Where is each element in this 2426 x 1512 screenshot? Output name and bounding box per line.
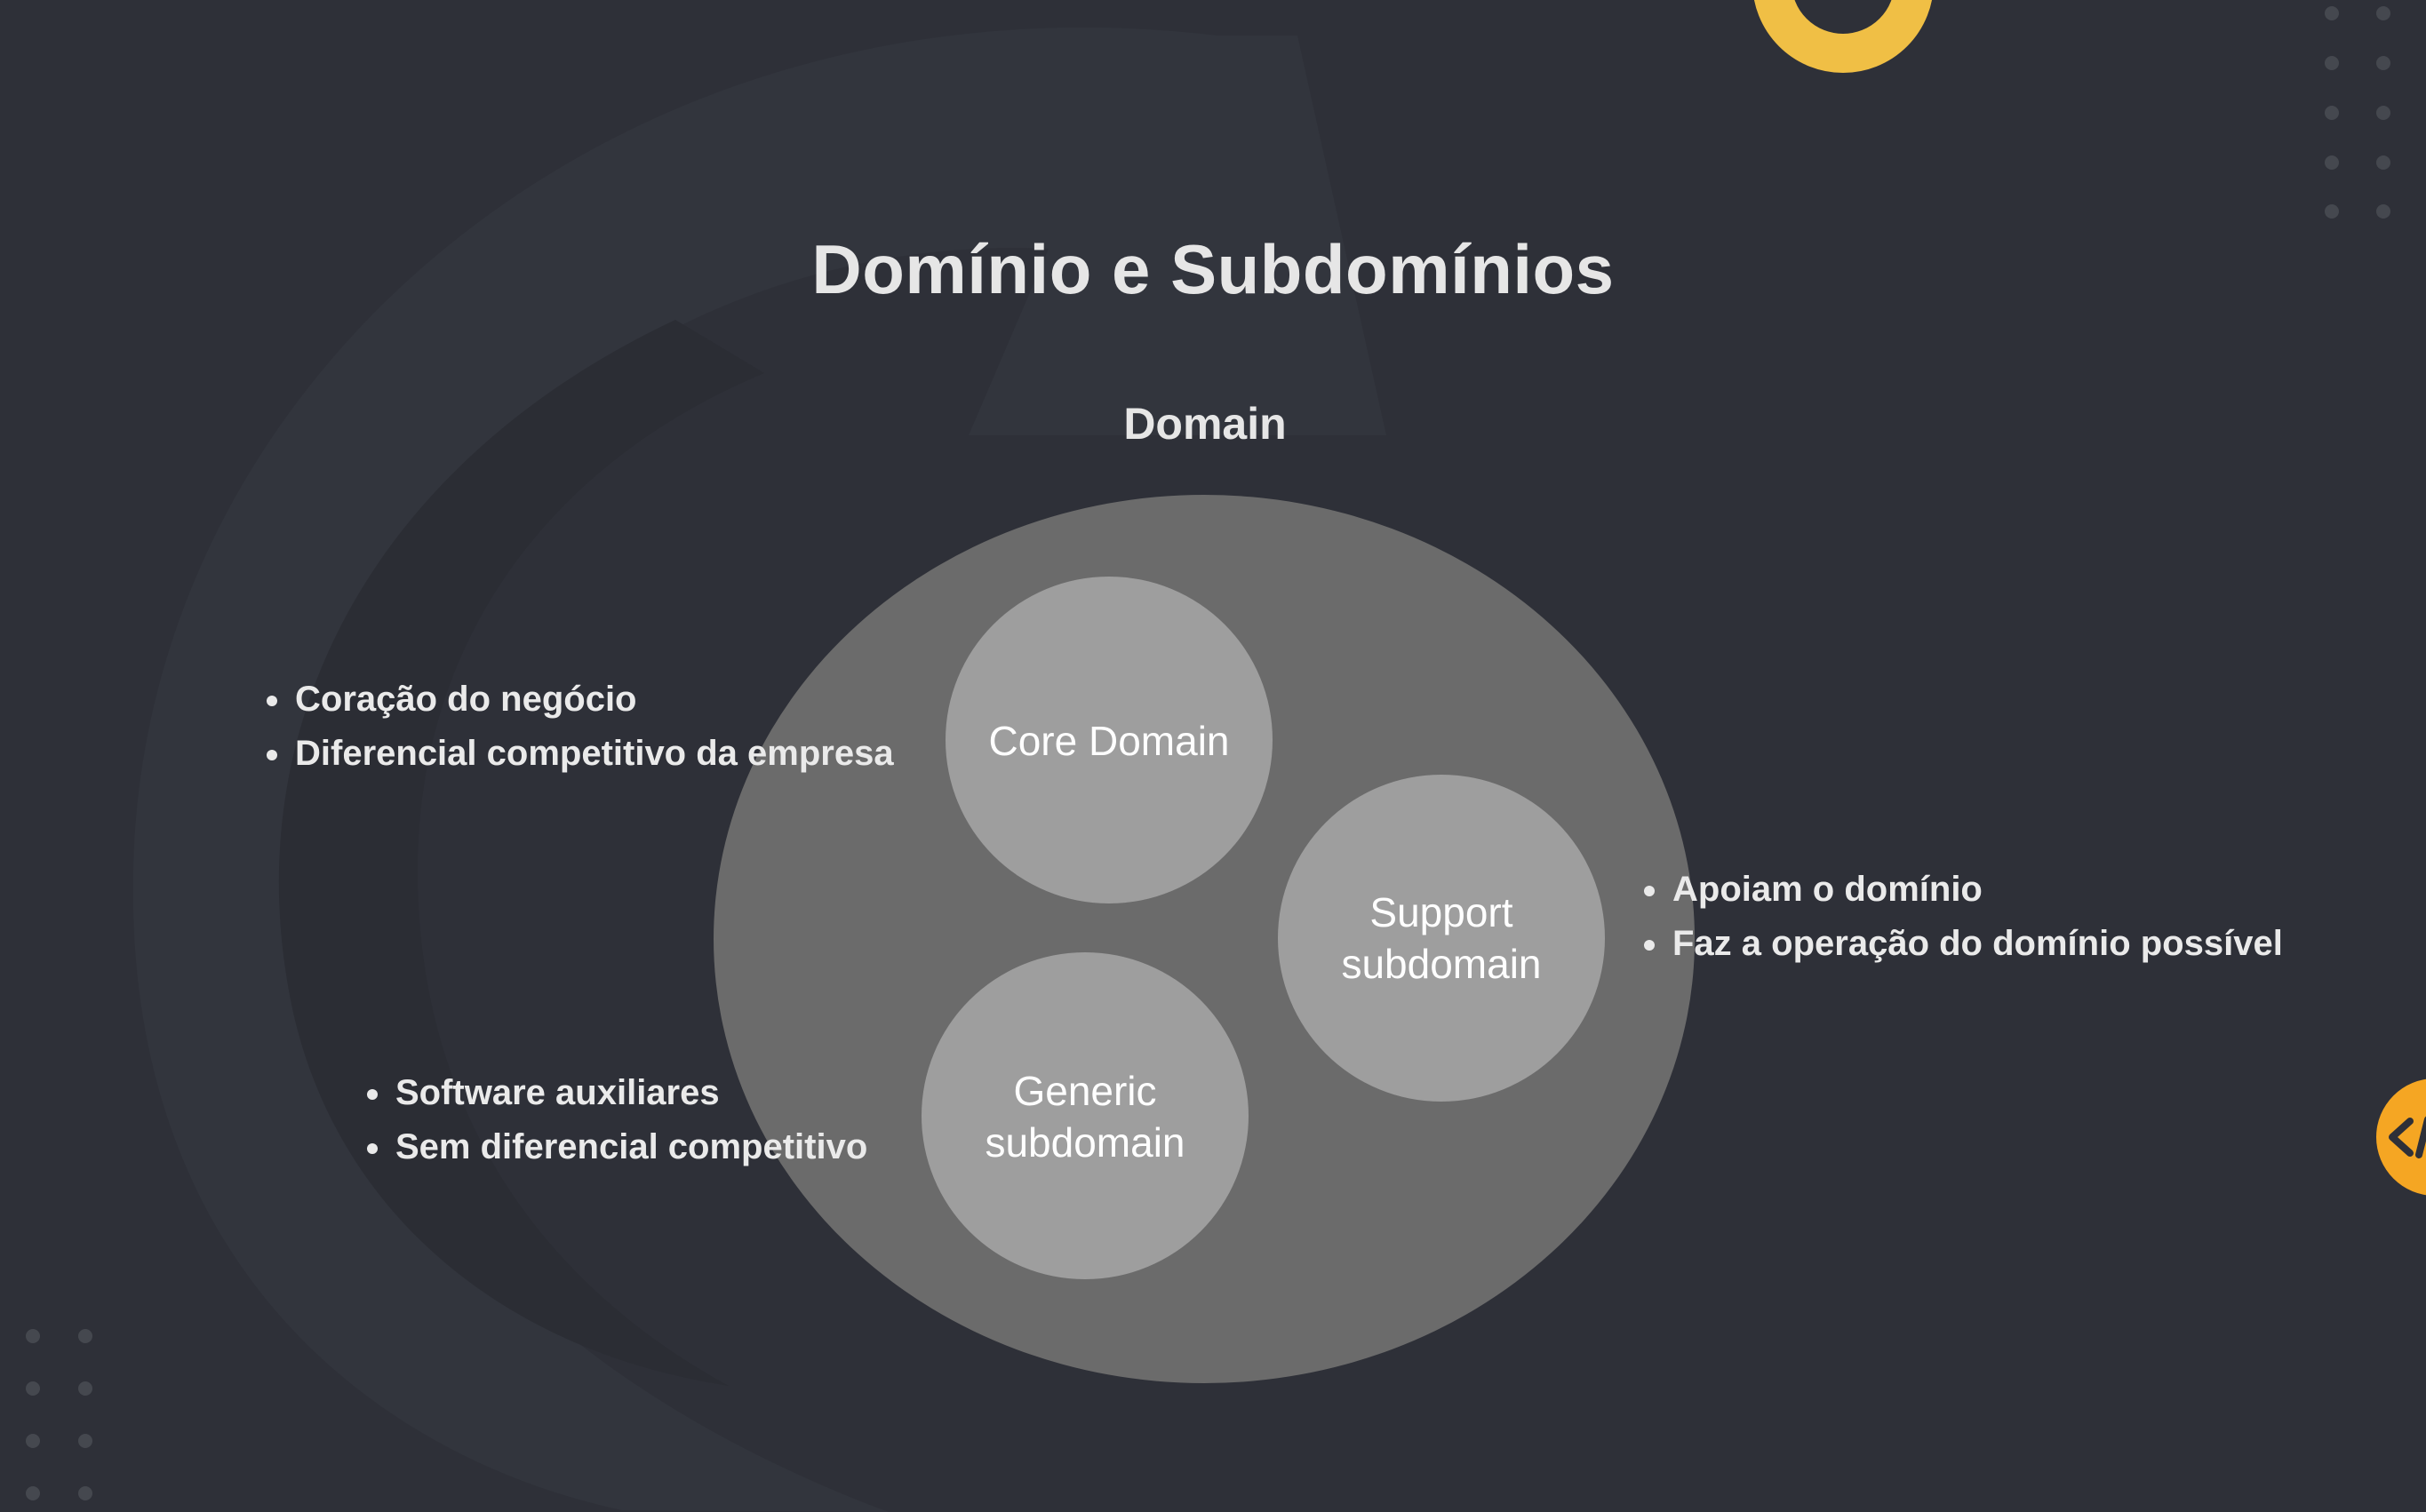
background-inner-shape	[278, 320, 764, 1386]
core-domain-circle	[946, 577, 1273, 903]
support-note-item: Faz a operação do domínio possível	[1644, 917, 2283, 971]
dot-grid-top-right	[2325, 6, 2390, 219]
core-domain-notes: Coração do negócio Diferencial competiti…	[267, 672, 894, 781]
core-domain-label: Core Domain	[946, 581, 1273, 901]
support-subdomain-circle	[1278, 775, 1605, 1102]
generic-subdomain-notes: Software auxiliares Sem diferencial comp…	[367, 1066, 867, 1174]
support-subdomain-notes: Apoiam o domínio Faz a operação do domín…	[1644, 863, 2283, 971]
support-note-item: Apoiam o domínio	[1644, 863, 2283, 917]
decorative-ring-icon	[1754, 0, 1932, 73]
core-note-item: Coração do negócio	[267, 672, 894, 727]
generic-note-item: Software auxiliares	[367, 1066, 867, 1120]
dot-grid-bottom-left	[26, 1329, 92, 1500]
core-note-item: Diferencial competitivo da empresa	[267, 727, 894, 781]
background-arrow-shape	[132, 27, 1386, 1512]
generic-note-item: Sem diferencial competitivo	[367, 1120, 867, 1174]
slide-title: Domínio e Subdomínios	[811, 230, 1615, 308]
generic-subdomain-circle	[922, 952, 1249, 1279]
core-domain-text: Core Domain	[988, 718, 1230, 764]
code-brackets-icon[interactable]	[2376, 1078, 2426, 1196]
domain-label: Domain	[1123, 399, 1287, 449]
